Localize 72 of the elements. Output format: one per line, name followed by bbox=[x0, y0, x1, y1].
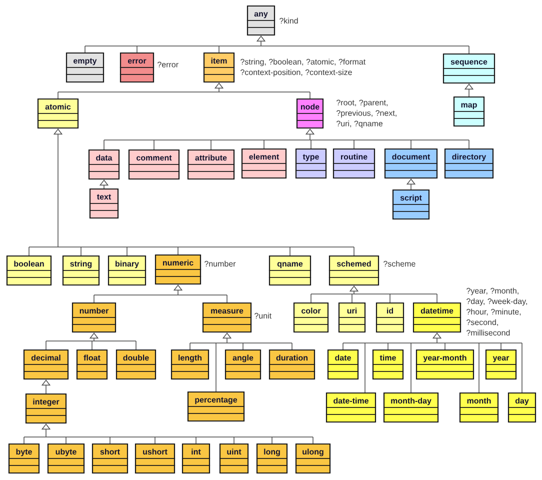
class-box: directory bbox=[444, 148, 494, 179]
class-box: year-month bbox=[416, 349, 474, 380]
inheritance-arrow bbox=[310, 286, 438, 303]
class-box: script bbox=[392, 189, 430, 220]
class-box: ulong bbox=[295, 443, 331, 474]
property-note: ?root, ?parent, ?previous, ?next, ?uri, ?qname bbox=[336, 100, 396, 128]
class-box: node bbox=[296, 98, 324, 129]
class-box: routine bbox=[332, 148, 376, 179]
class-box: duration bbox=[268, 349, 316, 380]
inheritance-arrow bbox=[342, 332, 522, 393]
class-box: long bbox=[256, 443, 288, 474]
class-box: date bbox=[327, 349, 359, 380]
class-box: datetime bbox=[412, 302, 462, 333]
class-box: data bbox=[88, 149, 120, 180]
class-box: map bbox=[453, 96, 485, 127]
class-box: text bbox=[89, 188, 119, 219]
inheritance-arrow bbox=[58, 82, 310, 99]
class-box: float bbox=[76, 349, 108, 380]
class-box: attribute bbox=[187, 149, 235, 180]
class-box: empty bbox=[66, 52, 104, 83]
class-box: month-day bbox=[383, 392, 439, 423]
class-box: element bbox=[241, 148, 287, 179]
class-box: angle bbox=[224, 349, 262, 380]
class-box: uri bbox=[338, 302, 366, 333]
inheritance-arrow bbox=[46, 332, 136, 350]
class-box: integer bbox=[25, 393, 67, 424]
class-box: sequence bbox=[442, 53, 496, 84]
class-box: measure bbox=[202, 302, 252, 333]
class-box: color bbox=[293, 302, 329, 333]
class-box: atomic bbox=[37, 98, 79, 129]
class-box: time bbox=[372, 349, 404, 380]
class-box: length bbox=[170, 349, 210, 380]
class-box: binary bbox=[108, 255, 146, 286]
property-note: ?year, ?month, ?day, ?week-day, ?hour, ?minute, ?second, ?millisecond bbox=[466, 288, 527, 336]
class-box: schemed bbox=[328, 255, 380, 286]
class-box: comment bbox=[128, 149, 180, 180]
class-box: short bbox=[92, 443, 128, 474]
class-box: int bbox=[182, 443, 210, 474]
class-box: numeric bbox=[154, 254, 202, 285]
class-box: number bbox=[72, 302, 116, 333]
inheritance-arrow bbox=[84, 36, 470, 54]
class-box: ubyte bbox=[47, 443, 85, 474]
property-note: ?unit bbox=[254, 312, 272, 319]
class-box: item bbox=[203, 52, 235, 83]
class-box: percentage bbox=[187, 391, 245, 422]
class-box: any bbox=[246, 5, 276, 36]
class-box: id bbox=[376, 302, 404, 333]
inheritance-arrow bbox=[104, 128, 470, 150]
class-box: uint bbox=[219, 443, 249, 474]
class-box: boolean bbox=[6, 255, 52, 286]
class-box: double bbox=[116, 349, 156, 380]
class-box: error bbox=[120, 52, 154, 83]
property-note: ?error bbox=[158, 62, 178, 68]
inheritance-arrow bbox=[190, 332, 292, 392]
class-box: decimal bbox=[23, 349, 69, 380]
class-box: month bbox=[459, 392, 499, 423]
class-box: ushort bbox=[134, 443, 176, 474]
class-box: string bbox=[62, 255, 100, 286]
class-box: year bbox=[485, 349, 517, 380]
property-note: ?kind bbox=[280, 18, 298, 24]
property-note: ?string, ?boolean, ?atomic, ?format ?context-position, ?context-size bbox=[240, 58, 366, 77]
class-box: qname bbox=[268, 255, 312, 286]
class-box: type bbox=[295, 148, 327, 179]
inheritance-arrow bbox=[94, 284, 228, 303]
property-note: ?scheme bbox=[384, 260, 416, 267]
class-box: date-time bbox=[326, 392, 376, 423]
property-note: ?number bbox=[204, 260, 236, 267]
class-box: day bbox=[508, 392, 536, 423]
inheritance-arrow bbox=[24, 424, 314, 444]
class-box: byte bbox=[8, 443, 40, 474]
inheritance-arrow bbox=[28, 128, 354, 256]
class-box: document bbox=[384, 148, 438, 179]
